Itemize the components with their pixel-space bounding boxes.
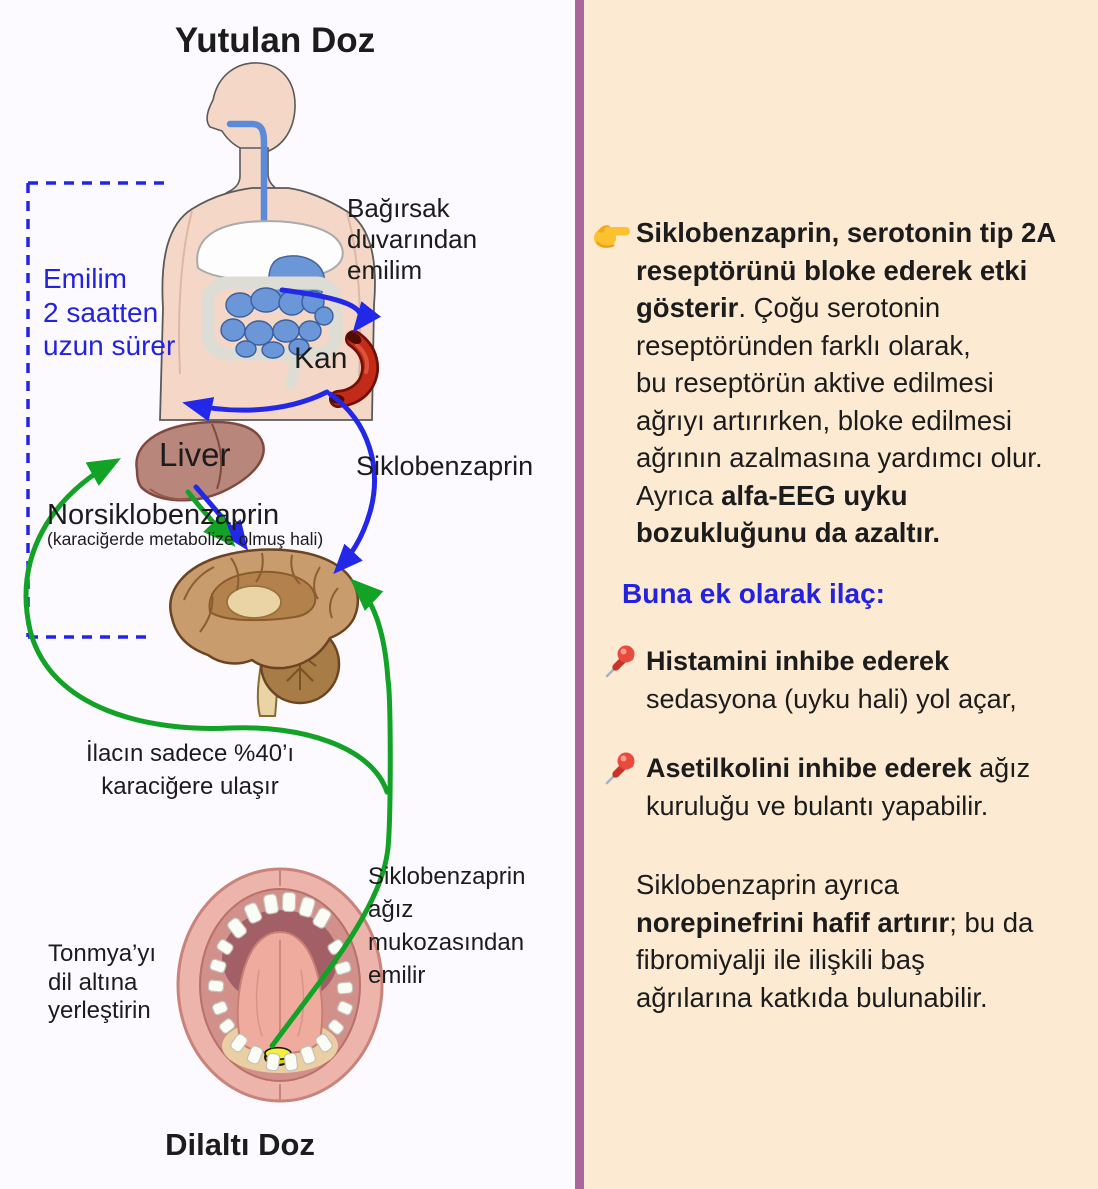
gyri-lines bbox=[183, 552, 339, 633]
lower-teeth bbox=[211, 1000, 354, 1072]
arrow-intestine-to-blood bbox=[279, 287, 382, 333]
label-norcyclobenzaprine-sub: (karaciğerde metabolize olmuş hali) bbox=[47, 529, 324, 549]
arrow-loop-to-liver bbox=[23, 458, 390, 795]
label-sublingual-instruction: Tonmya’yı dil altına yerleştirin bbox=[48, 940, 157, 1024]
label-cyclobenzaprine: Siklobenzaprin bbox=[356, 451, 534, 481]
liver-organ bbox=[135, 420, 265, 502]
label-blood: Kan bbox=[294, 342, 348, 375]
arrow-liver-to-brain-green bbox=[185, 489, 236, 547]
blood-vessel bbox=[329, 330, 379, 408]
pushpin-icon bbox=[605, 645, 635, 678]
label-liver-fraction: İlacın sadece %40’ı karaciğere ulaşır bbox=[85, 740, 295, 800]
arrow-pill-to-brain bbox=[269, 578, 393, 1049]
absorption-dashed-box bbox=[26, 181, 168, 639]
upper-teeth bbox=[207, 891, 354, 995]
panel-divider bbox=[575, 0, 584, 1189]
brain bbox=[169, 548, 360, 717]
pharmacokinetics-diagram-art bbox=[23, 62, 393, 1103]
text-panel bbox=[584, 0, 1098, 1189]
arrow-blood-to-brain bbox=[327, 391, 377, 575]
label-absorption-time: Emilim 2 saatten uzun sürer bbox=[43, 263, 176, 361]
arrow-blood-to-liver bbox=[182, 389, 330, 422]
green-pathway-arrows bbox=[23, 458, 393, 1049]
pointing-hand-icon bbox=[594, 225, 630, 248]
label-intestinal-absorption: Bağırsak duvarından emilim bbox=[347, 193, 478, 285]
mouth bbox=[176, 867, 384, 1103]
small-intestine bbox=[220, 287, 334, 359]
label-mouth-absorption: Siklobenzaprin ağız mukozasından emilir bbox=[368, 863, 526, 989]
label-liver: Liver bbox=[159, 436, 231, 473]
title-swallowed-dose: Yutulan Doz bbox=[174, 21, 376, 60]
pushpin-icon bbox=[605, 752, 635, 785]
title-sublingual-dose: Dilaltı Doz bbox=[165, 1127, 315, 1162]
subheading-additional-effects: Buna ek olarak ilaç: bbox=[622, 578, 886, 609]
